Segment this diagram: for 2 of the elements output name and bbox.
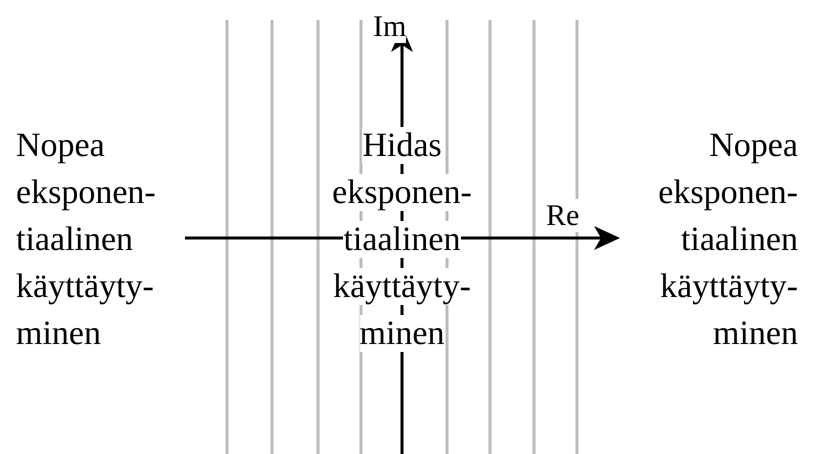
region-label: Hidas eksponen- tiaalinen käyttäyty- minen [331, 126, 473, 354]
axis-label: Re [546, 198, 580, 234]
